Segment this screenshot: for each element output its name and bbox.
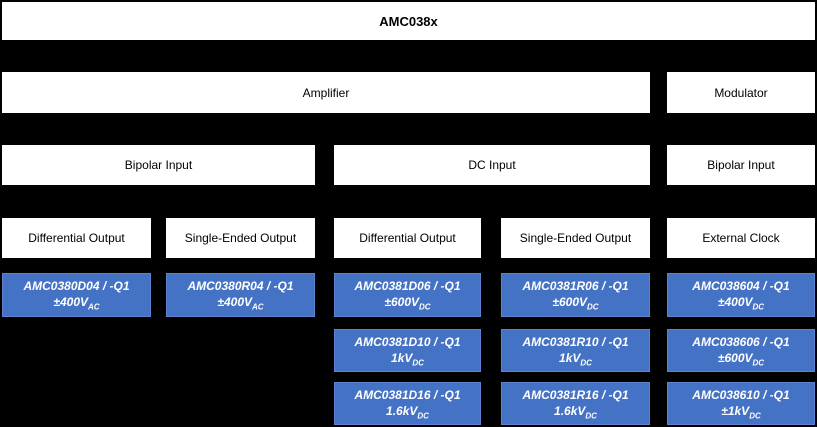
rating-value: ±600V [552, 295, 588, 310]
family-title: AMC038x [2, 2, 815, 40]
part-amc038610: AMC038610 / -Q1 ±1kVDC [667, 382, 815, 425]
rating-subscript: DC [417, 411, 429, 421]
branch-dc-input: DC Input [334, 145, 650, 185]
rating-value: 1kV [559, 350, 581, 365]
part-number: AMC038604 / -Q1 [692, 279, 790, 294]
rating-subscript: DC [752, 358, 765, 368]
part-rating: 1kVDC [391, 350, 424, 367]
part-amc0381d06: AMC0381D06 / -Q1 ±600VDC [334, 273, 481, 317]
branch-bipolar-input-modulator: Bipolar Input [667, 145, 815, 185]
branch-amplifier: Amplifier [2, 72, 650, 113]
rating-value: 1kV [391, 350, 413, 365]
part-amc0381r06: AMC0381R06 / -Q1 ±600VDC [501, 273, 650, 317]
rating-subscript: AC [88, 302, 100, 312]
part-rating: ±600VDC [718, 350, 764, 367]
part-number: AMC0380D04 / -Q1 [23, 279, 130, 294]
rating-value: ±400V [717, 295, 753, 310]
part-number: AMC0381D16 / -Q1 [354, 387, 461, 402]
part-number: AMC0381D10 / -Q1 [354, 334, 461, 349]
branch-external-clock: External Clock [667, 218, 815, 258]
part-amc0381d16: AMC0381D16 / -Q1 1.6kVDC [334, 382, 481, 425]
part-rating: ±400VAC [53, 294, 99, 311]
branch-differential-output-2: Differential Output [334, 218, 481, 258]
part-number: AMC038610 / -Q1 [692, 387, 790, 402]
rating-subscript: DC [587, 302, 599, 312]
rating-subscript: DC [749, 411, 761, 421]
part-rating: ±400VDC [718, 294, 764, 311]
branch-single-ended-output-1: Single-Ended Output [166, 218, 315, 258]
rating-subscript: DC [419, 302, 431, 312]
rating-subscript: DC [585, 411, 597, 421]
rating-subscript: AC [252, 302, 264, 312]
rating-subscript: DC [580, 358, 592, 368]
part-number: AMC0381R06 / -Q1 [522, 279, 629, 294]
branch-modulator: Modulator [667, 72, 815, 113]
part-amc038604: AMC038604 / -Q1 ±400VDC [667, 273, 815, 317]
part-amc0381r16: AMC0381R16 / -Q1 1.6kVDC [501, 382, 650, 425]
rating-value: 1.6kV [554, 403, 586, 418]
branch-bipolar-input-amplifier: Bipolar Input [2, 145, 315, 185]
rating-value: ±600V [384, 295, 420, 310]
part-number: AMC0381R10 / -Q1 [522, 334, 629, 349]
rating-value: ±400V [217, 295, 253, 310]
rating-value: 1.6kV [386, 403, 418, 418]
rating-value: ±400V [53, 295, 89, 310]
part-number: AMC0381D06 / -Q1 [354, 279, 461, 294]
part-rating: 1.6kVDC [386, 403, 429, 420]
part-rating: ±1kVDC [721, 403, 761, 420]
part-amc0381r10: AMC0381R10 / -Q1 1kVDC [501, 329, 650, 372]
part-rating: ±600VDC [552, 294, 598, 311]
rating-subscript: DC [412, 358, 424, 368]
part-rating: ±400VAC [217, 294, 263, 311]
part-rating: 1.6kVDC [554, 403, 597, 420]
part-number: AMC0380R04 / -Q1 [187, 279, 294, 294]
part-amc038606: AMC038606 / -Q1 ±600VDC [667, 329, 815, 372]
part-amc0381d10: AMC0381D10 / -Q1 1kVDC [334, 329, 481, 372]
part-rating: 1kVDC [559, 350, 592, 367]
part-number: AMC0381R16 / -Q1 [522, 387, 629, 402]
part-amc0380d04: AMC0380D04 / -Q1 ±400VAC [2, 273, 151, 317]
rating-value: ±600V [717, 350, 753, 365]
branch-single-ended-output-2: Single-Ended Output [501, 218, 650, 258]
rating-value: ±1kV [721, 403, 750, 418]
rating-subscript: DC [752, 302, 765, 312]
part-amc0380r04: AMC0380R04 / -Q1 ±400VAC [166, 273, 315, 317]
branch-differential-output-1: Differential Output [2, 218, 151, 258]
part-number: AMC038606 / -Q1 [692, 334, 790, 349]
part-rating: ±600VDC [384, 294, 430, 311]
